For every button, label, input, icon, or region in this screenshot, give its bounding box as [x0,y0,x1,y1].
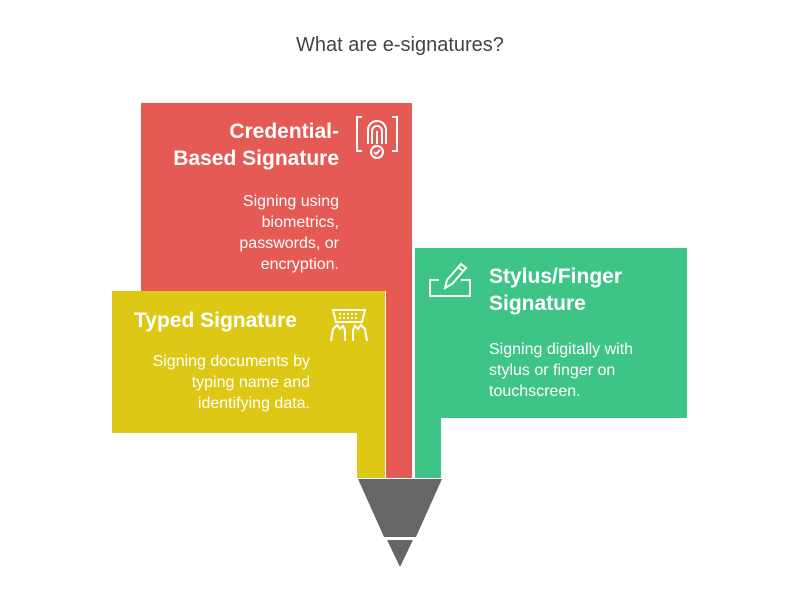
desc-line: Signing documents by [152,353,310,370]
diagram-title: What are e-signatures? [296,34,504,56]
credential-body-lower [141,280,412,291]
typed-heading: Typed Signature [134,309,297,332]
stylus-card [415,248,687,418]
pencil-tip-body [358,479,442,537]
stylus-stem [415,410,441,478]
credential-card [141,103,412,291]
typed-description: Signing documents by typing name and ident… [153,351,310,414]
keyboard-typing-icon [330,309,368,342]
stylus-heading-line: Signature [489,292,586,315]
desc-line: identifying data. [197,395,310,412]
stylus-description: Signing digitally with stylus or finger o… [489,339,633,402]
credential-heading-line: Credential- [229,120,339,143]
desc-line: typing name and [191,374,310,391]
typed-stem [357,420,385,478]
desc-line: stylus or finger on [489,362,616,379]
pencil-tip [358,479,442,567]
credential-heading: Credential- Based Signature [173,118,339,172]
stylus-heading-line: Stylus/Finger [489,265,623,288]
credential-description: Signing using biometrics, passwords, or enc… [239,191,339,275]
desc-line: touchscreen. [489,383,581,400]
desc-line: Signing using [242,193,339,210]
pencil-tip-point [387,540,413,567]
credential-stem [386,280,412,478]
desc-line: passwords, or [239,235,339,252]
pen-signing-icon [429,262,471,297]
credential-heading-line: Based Signature [173,147,339,170]
fingerprint-icon [356,116,398,159]
desc-line: Signing digitally with [489,341,634,358]
desc-line: biometrics, [261,214,339,231]
desc-line: encryption. [260,256,339,273]
